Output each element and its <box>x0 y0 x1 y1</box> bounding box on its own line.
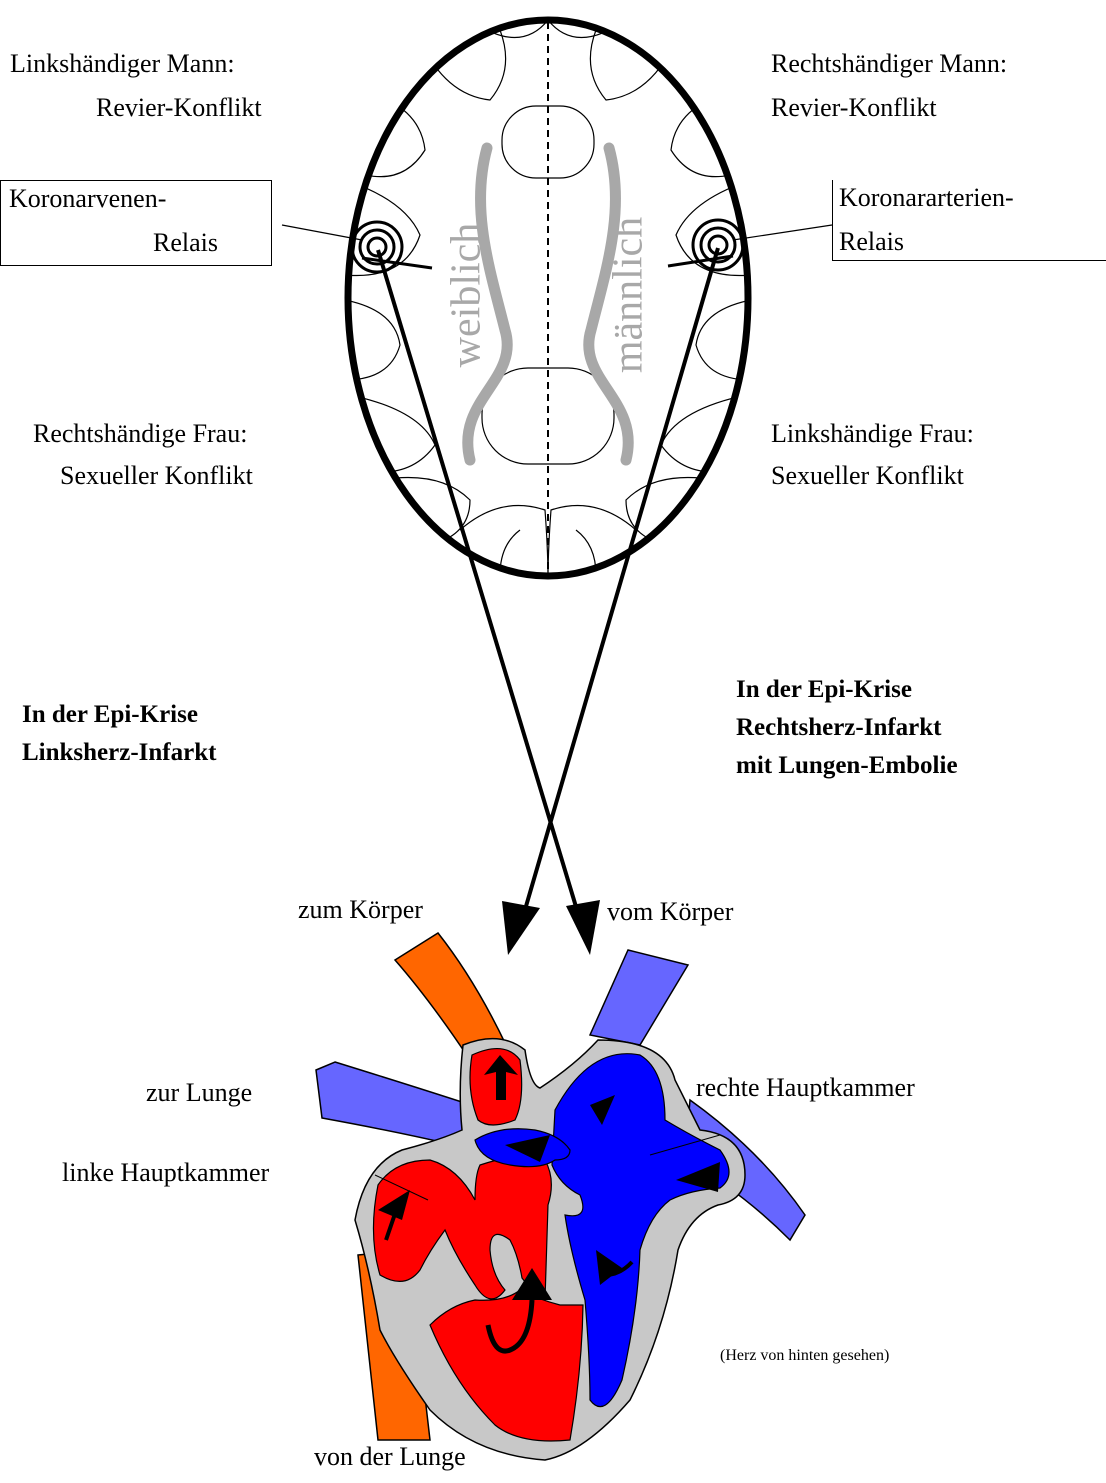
crossing-arrows <box>378 248 718 955</box>
relay-left-line2: Relais <box>153 221 218 265</box>
upper-left-label-line2: Revier-Konflikt <box>96 86 262 130</box>
lower-left-label-line1: Rechtshändige Frau: <box>33 412 247 456</box>
brain-diagram <box>282 20 832 580</box>
upper-right-label-line2: Revier-Konflikt <box>771 86 937 130</box>
upper-right-label-line1: Rechtshändiger Mann: <box>771 42 1007 86</box>
heart-diagram <box>316 933 805 1460</box>
coronary-vein-relay-box: Koronarvenen- Relais <box>0 180 272 266</box>
from-body-label: vom Körper <box>607 890 733 934</box>
left-chamber-label: linke Hauptkammer <box>62 1151 269 1195</box>
crisis-left-line2: Linksherz-Infarkt <box>22 730 216 775</box>
lower-right-label-line2: Sexueller Konflikt <box>771 454 964 498</box>
relay-right-line2: Relais <box>839 220 904 264</box>
left-atrium <box>470 1049 522 1125</box>
from-lung-label: von der Lunge <box>314 1435 466 1479</box>
left-hamer-focus-icon <box>352 222 432 272</box>
vena-cava-vessel <box>590 950 688 1045</box>
arrowhead-zum-koerper <box>502 901 540 955</box>
relay-left-line1: Koronarvenen- <box>9 177 166 221</box>
lower-right-label-line1: Linkshändige Frau: <box>771 412 974 456</box>
upper-left-label-line1: Linkshändiger Mann: <box>10 42 235 86</box>
arrowhead-vom-koerper <box>566 900 600 955</box>
lower-left-label-line2: Sexueller Konflikt <box>60 454 253 498</box>
hemisphere-label-maennlich: männlich <box>606 217 652 373</box>
crisis-right-line3: mit Lungen-Embolie <box>736 743 958 788</box>
right-relay-leader-line <box>733 225 832 240</box>
heart-viewed-note: (Herz von hinten gesehen) <box>720 1346 889 1366</box>
coronary-artery-relay-box: Koronararterien- Relais <box>832 180 1106 261</box>
to-body-label: zum Körper <box>298 888 423 932</box>
hemisphere-label-weiblich: weiblich <box>444 223 490 368</box>
left-relay-leader-line <box>282 225 362 240</box>
right-chamber-label: rechte Hauptkammer <box>696 1066 915 1110</box>
relay-right-line1: Koronararterien- <box>839 176 1014 220</box>
to-lung-label: zur Lunge <box>146 1071 252 1115</box>
